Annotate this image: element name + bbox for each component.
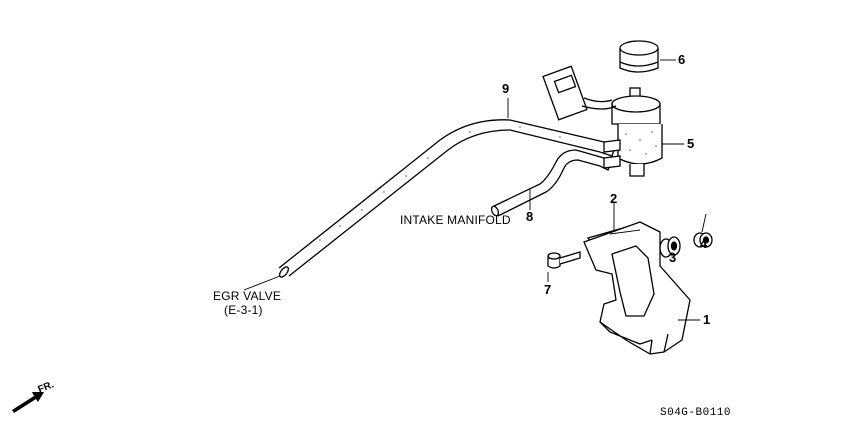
part-number-9: 9 [502, 81, 510, 96]
egr-valve-ref: (E-3-1) [224, 303, 263, 317]
part-number-8: 8 [526, 209, 534, 224]
hose-8 [490, 149, 613, 217]
cap-6 [619, 40, 659, 73]
grommet-3 [659, 236, 681, 258]
bracket-1 [583, 221, 691, 355]
solenoid-texture [625, 131, 657, 155]
solenoid-valve-5 [603, 87, 663, 177]
part-number-2: 2 [610, 191, 618, 206]
part-number-6: 6 [678, 52, 686, 67]
connector [542, 65, 617, 121]
bolt-7 [547, 251, 581, 269]
part-number-1: 1 [703, 312, 711, 327]
intake-manifold-label: INTAKE MANIFOLD [400, 213, 511, 227]
leader-lines [243, 59, 707, 321]
collar-4 [693, 232, 713, 248]
diagram-code: S04G-B0110 [660, 407, 732, 419]
part-number-5: 5 [687, 136, 695, 151]
egr-valve-label: EGR VALVE [213, 289, 282, 303]
hose-9 [278, 119, 617, 278]
part-number-4: 4 [700, 236, 708, 251]
part-number-3: 3 [669, 250, 677, 265]
part-number-7: 7 [544, 282, 552, 297]
hose-9-texture [319, 126, 561, 241]
fr-arrow [12, 392, 44, 413]
